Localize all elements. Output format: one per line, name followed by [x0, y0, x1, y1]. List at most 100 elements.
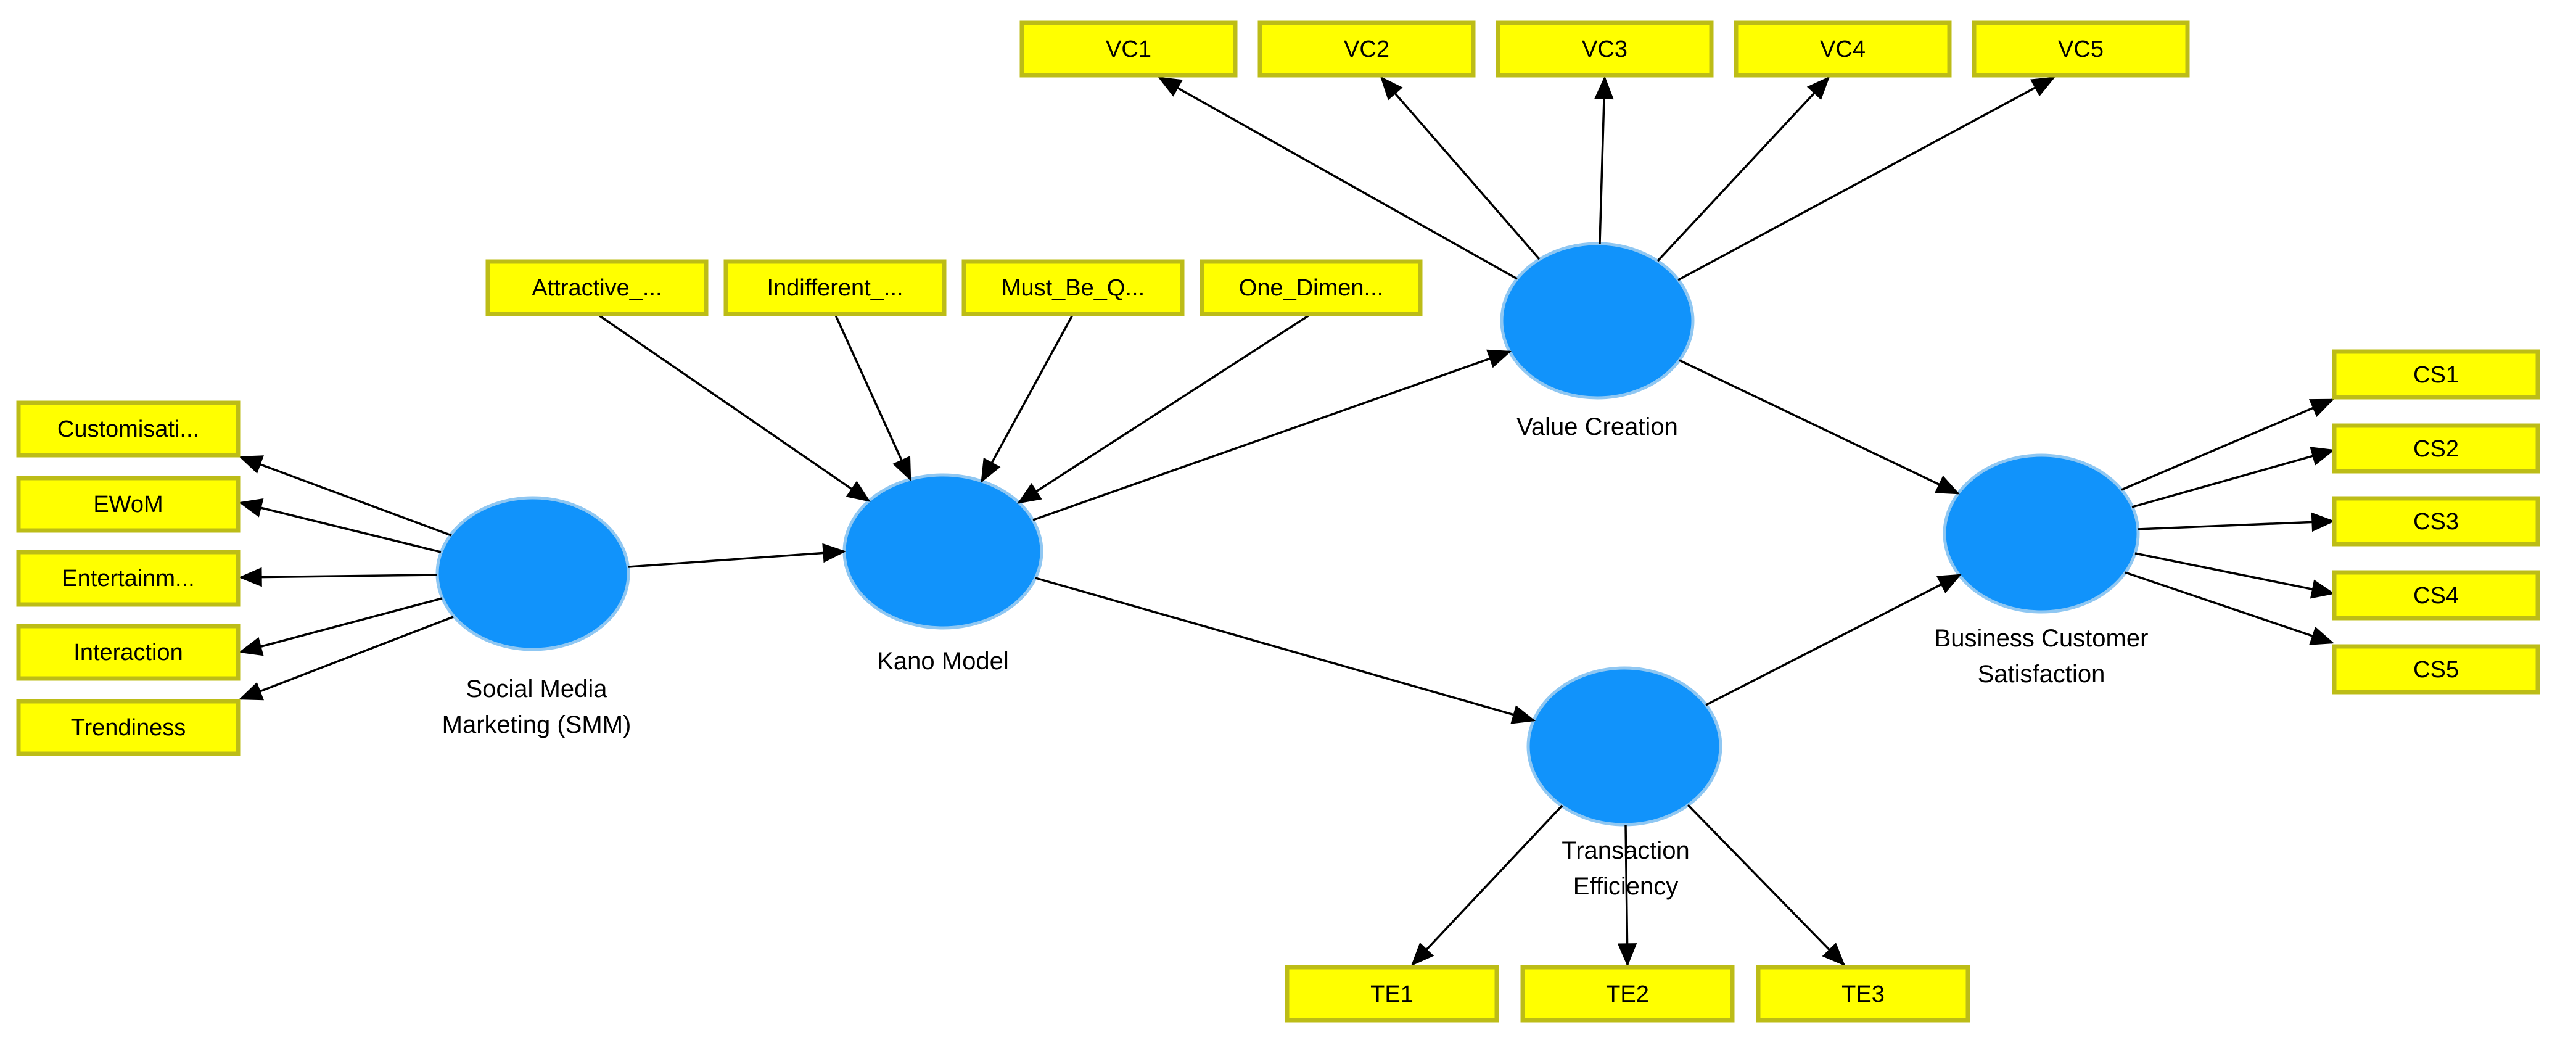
- indicator-vc5-box[interactable]: [1972, 20, 2190, 78]
- indicator-must-be-label: Must_Be_Q...: [1002, 275, 1145, 301]
- indicator-ewom-box[interactable]: [16, 476, 241, 533]
- indicator-vc4-box[interactable]: [1734, 20, 1952, 78]
- path-te-to-te3[interactable]: [1687, 804, 1846, 967]
- path-bcs-to-cs2[interactable]: [2131, 447, 2335, 508]
- indicator-vc1-box[interactable]: [1019, 20, 1238, 78]
- latent-smm-ellipse[interactable]: [435, 496, 630, 651]
- indicator-one-dimensional-label: One_Dimen...: [1239, 275, 1383, 301]
- indicator-interaction-box[interactable]: [16, 624, 241, 681]
- indicator-vc5[interactable]: VC5: [1972, 20, 2190, 78]
- indicator-vc3-box[interactable]: [1496, 20, 1714, 78]
- indicator-customisation[interactable]: Customisati...: [16, 400, 241, 458]
- path-transaction-efficiency-to-bcs[interactable]: [1705, 574, 1962, 706]
- indicator-te3[interactable]: TE3: [1756, 965, 1970, 1023]
- indicator-must-be[interactable]: Must_Be_Q...: [961, 259, 1185, 316]
- latent-smm-label-line1: Social Media: [466, 675, 607, 703]
- indicator-te3-box[interactable]: [1756, 965, 1970, 1023]
- path-value-creation-to-bcs[interactable]: [1679, 359, 1960, 495]
- indicator-attractive[interactable]: Attractive_...: [485, 259, 709, 316]
- indicator-cs4-box[interactable]: [2332, 570, 2540, 621]
- indicator-trendiness-label: Trendiness: [71, 715, 186, 741]
- indicator-trendiness[interactable]: Trendiness: [16, 699, 241, 756]
- indicator-indifferent-box[interactable]: [723, 259, 947, 316]
- indicator-one-dimensional-box[interactable]: [1200, 259, 1423, 316]
- indicator-must-be-box[interactable]: [961, 259, 1185, 316]
- path-one-dimensional-to-kano[interactable]: [1017, 313, 1312, 504]
- indicator-cs1[interactable]: CS1: [2332, 349, 2540, 400]
- indicator-vc5-label: VC5: [2058, 36, 2104, 62]
- path-vc-to-vc3[interactable]: [1594, 75, 1614, 244]
- indicator-cs5-label: CS5: [2413, 657, 2459, 683]
- path-kano-to-transaction-efficiency[interactable]: [1035, 577, 1536, 724]
- path-kano-to-value-creation[interactable]: [1032, 349, 1512, 521]
- indicator-attractive-box[interactable]: [485, 259, 709, 316]
- latent-value-creation-ellipse[interactable]: [1500, 242, 1695, 400]
- path-smm-to-kano[interactable]: [628, 543, 847, 568]
- path-te-to-te1[interactable]: [1410, 804, 1563, 967]
- path-indifferent-to-kano[interactable]: [834, 313, 911, 481]
- indicator-entertainment[interactable]: Entertainm...: [16, 550, 241, 607]
- latent-te-label-line1: Transaction: [1562, 837, 1690, 864]
- indicator-vc2-box[interactable]: [1257, 20, 1476, 78]
- latent-transaction-efficiency-ellipse[interactable]: [1526, 666, 1722, 827]
- indicator-indifferent-label: Indifferent_...: [767, 275, 903, 301]
- path-vc-to-vc4[interactable]: [1656, 76, 1830, 262]
- path-smm-to-customisation[interactable]: [239, 455, 452, 537]
- indicator-interaction[interactable]: Interaction: [16, 624, 241, 681]
- latent-business-customer-satisfaction-ellipse[interactable]: [1943, 453, 2140, 614]
- indicator-vc4[interactable]: VC4: [1734, 20, 1952, 78]
- indicator-entertainment-box[interactable]: [16, 550, 241, 607]
- path-attractive-to-kano[interactable]: [596, 313, 871, 502]
- indicator-vc1[interactable]: VC1: [1019, 20, 1238, 78]
- indicator-cs2-label: CS2: [2413, 436, 2459, 462]
- path-te-to-te2[interactable]: [1617, 824, 1637, 967]
- indicator-cs5-box[interactable]: [2332, 644, 2540, 695]
- indicator-cs3-label: CS3: [2413, 509, 2459, 535]
- indicator-vc1-label: VC1: [1106, 36, 1151, 62]
- latent-kano-ellipse[interactable]: [842, 473, 1043, 630]
- indicator-cs2[interactable]: CS2: [2332, 423, 2540, 474]
- indicator-cs4[interactable]: CS4: [2332, 570, 2540, 621]
- indicator-customisation-box[interactable]: [16, 400, 241, 458]
- path-vc-to-vc2[interactable]: [1380, 76, 1541, 260]
- path-vc-to-vc5[interactable]: [1677, 76, 2055, 281]
- indicator-vc3[interactable]: VC3: [1496, 20, 1714, 78]
- indicator-te2[interactable]: TE2: [1520, 965, 1735, 1023]
- indicator-cs5[interactable]: CS5: [2332, 644, 2540, 695]
- indicator-te2-box[interactable]: [1520, 965, 1735, 1023]
- indicator-cs3[interactable]: CS3: [2332, 496, 2540, 547]
- path-bcs-to-cs3[interactable]: [2137, 512, 2335, 532]
- path-must-be-to-kano[interactable]: [981, 313, 1074, 483]
- indicator-interaction-label: Interaction: [73, 640, 183, 666]
- indicator-attractive-label: Attractive_...: [532, 275, 662, 301]
- indicator-one-dimensional[interactable]: One_Dimen...: [1200, 259, 1423, 316]
- indicator-vc2[interactable]: VC2: [1257, 20, 1476, 78]
- indicator-ewom[interactable]: EWoM: [16, 476, 241, 533]
- indicator-vc2-label: VC2: [1344, 36, 1389, 62]
- indicator-te1-box[interactable]: [1285, 965, 1499, 1023]
- path-bcs-to-cs5[interactable]: [2125, 571, 2334, 645]
- indicator-te3-label: TE3: [1841, 981, 1885, 1007]
- path-smm-to-trendiness[interactable]: [239, 616, 454, 701]
- path-smm-to-ewom[interactable]: [238, 498, 442, 553]
- indicator-ewom-label: EWoM: [93, 492, 163, 518]
- indicator-trendiness-box[interactable]: [16, 699, 241, 756]
- indicator-te1-label: TE1: [1370, 981, 1414, 1007]
- latent-te-label-line2: Efficiency: [1573, 873, 1678, 900]
- indicator-indifferent[interactable]: Indifferent_...: [723, 259, 947, 316]
- indicator-cs3-box[interactable]: [2332, 496, 2540, 547]
- path-bcs-to-cs4[interactable]: [2134, 552, 2335, 599]
- indicator-cs1-box[interactable]: [2332, 349, 2540, 400]
- path-vc-to-vc1[interactable]: [1158, 76, 1518, 280]
- indicator-customisation-label: Customisati...: [57, 416, 199, 442]
- path-smm-to-entertainment[interactable]: [238, 567, 438, 587]
- path-smm-to-interaction[interactable]: [238, 597, 443, 656]
- indicator-cs2-box[interactable]: [2332, 423, 2540, 474]
- path-bcs-to-cs1[interactable]: [2121, 398, 2334, 491]
- latent-kano-label: Kano Model: [877, 648, 1008, 675]
- latent-value-creation-label: Value Creation: [1516, 413, 1678, 440]
- indicator-te1[interactable]: TE1: [1285, 965, 1499, 1023]
- latent-smm-label-line2: Marketing (SMM): [442, 711, 632, 738]
- indicator-vc3-label: VC3: [1582, 36, 1627, 62]
